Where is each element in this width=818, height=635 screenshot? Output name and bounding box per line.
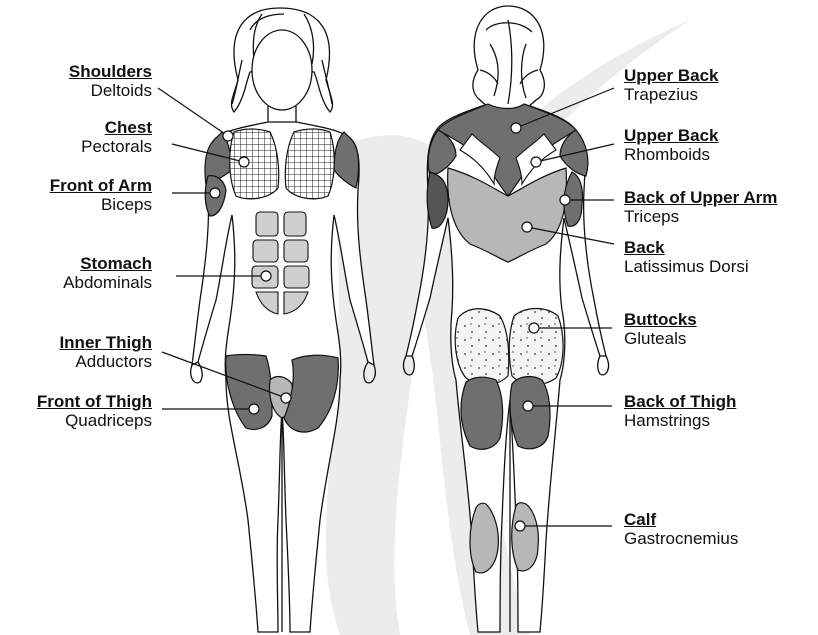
front-face bbox=[252, 30, 312, 110]
label-region: Upper Back bbox=[624, 66, 718, 85]
label-front-arm: Front of Arm Biceps bbox=[50, 176, 152, 214]
label-region: Calf bbox=[624, 510, 738, 529]
marker-stomach bbox=[261, 271, 271, 281]
label-muscle: Hamstrings bbox=[624, 411, 736, 430]
label-buttocks: Buttocks Gluteals bbox=[624, 310, 697, 348]
label-muscle: Gluteals bbox=[624, 329, 697, 348]
label-inner-thigh: Inner Thigh Adductors bbox=[59, 333, 152, 371]
label-stomach: Stomach Abdominals bbox=[63, 254, 152, 292]
label-muscle: Pectorals bbox=[81, 137, 152, 156]
front-pectoral-left bbox=[230, 129, 279, 199]
marker-upper-back-2 bbox=[531, 157, 541, 167]
label-muscle: Triceps bbox=[624, 207, 777, 226]
label-muscle: Abdominals bbox=[63, 273, 152, 292]
label-muscle: Gastrocnemius bbox=[624, 529, 738, 548]
label-muscle: Latissimus Dorsi bbox=[624, 257, 749, 276]
label-region: Back bbox=[624, 238, 749, 257]
marker-front-arm bbox=[210, 188, 220, 198]
marker-chest bbox=[239, 157, 249, 167]
label-region: Stomach bbox=[63, 254, 152, 273]
label-muscle: Quadriceps bbox=[37, 411, 152, 430]
leader-shoulders bbox=[158, 88, 228, 136]
marker-back-upper-arm bbox=[560, 195, 570, 205]
label-region: Shoulders bbox=[69, 62, 152, 81]
back-hamstring-left bbox=[461, 377, 503, 449]
label-back-upper-arm: Back of Upper Arm Triceps bbox=[624, 188, 777, 226]
label-region: Back of Upper Arm bbox=[624, 188, 777, 207]
label-shoulders: Shoulders Deltoids bbox=[69, 62, 152, 100]
label-muscle: Trapezius bbox=[624, 85, 718, 104]
front-pectoral-right bbox=[285, 129, 334, 199]
label-region: Buttocks bbox=[624, 310, 697, 329]
label-back-thigh: Back of Thigh Hamstrings bbox=[624, 392, 736, 430]
marker-buttocks bbox=[529, 323, 539, 333]
marker-back-thigh bbox=[523, 401, 533, 411]
label-muscle: Biceps bbox=[50, 195, 152, 214]
marker-shoulders bbox=[223, 131, 233, 141]
back-hamstring-right bbox=[510, 377, 550, 449]
label-chest: Chest Pectorals bbox=[81, 118, 152, 156]
label-region: Chest bbox=[81, 118, 152, 137]
marker-calf bbox=[515, 521, 525, 531]
marker-front-thigh bbox=[249, 404, 259, 414]
marker-upper-back-1 bbox=[511, 123, 521, 133]
label-upper-back-trapezius: Upper Back Trapezius bbox=[624, 66, 718, 104]
label-region: Back of Thigh bbox=[624, 392, 736, 411]
label-region: Front of Arm bbox=[50, 176, 152, 195]
back-gluteal-left bbox=[455, 309, 509, 385]
marker-inner-thigh bbox=[281, 393, 291, 403]
label-calf: Calf Gastrocnemius bbox=[624, 510, 738, 548]
label-front-thigh: Front of Thigh Quadriceps bbox=[37, 392, 152, 430]
label-region: Inner Thigh bbox=[59, 333, 152, 352]
label-region: Upper Back bbox=[624, 126, 718, 145]
marker-back bbox=[522, 222, 532, 232]
label-muscle: Rhomboids bbox=[624, 145, 718, 164]
label-region: Front of Thigh bbox=[37, 392, 152, 411]
label-upper-back-rhomboids: Upper Back Rhomboids bbox=[624, 126, 718, 164]
back-gluteal-right bbox=[509, 309, 563, 385]
label-muscle: Adductors bbox=[59, 352, 152, 371]
label-back: Back Latissimus Dorsi bbox=[624, 238, 749, 276]
label-muscle: Deltoids bbox=[69, 81, 152, 100]
